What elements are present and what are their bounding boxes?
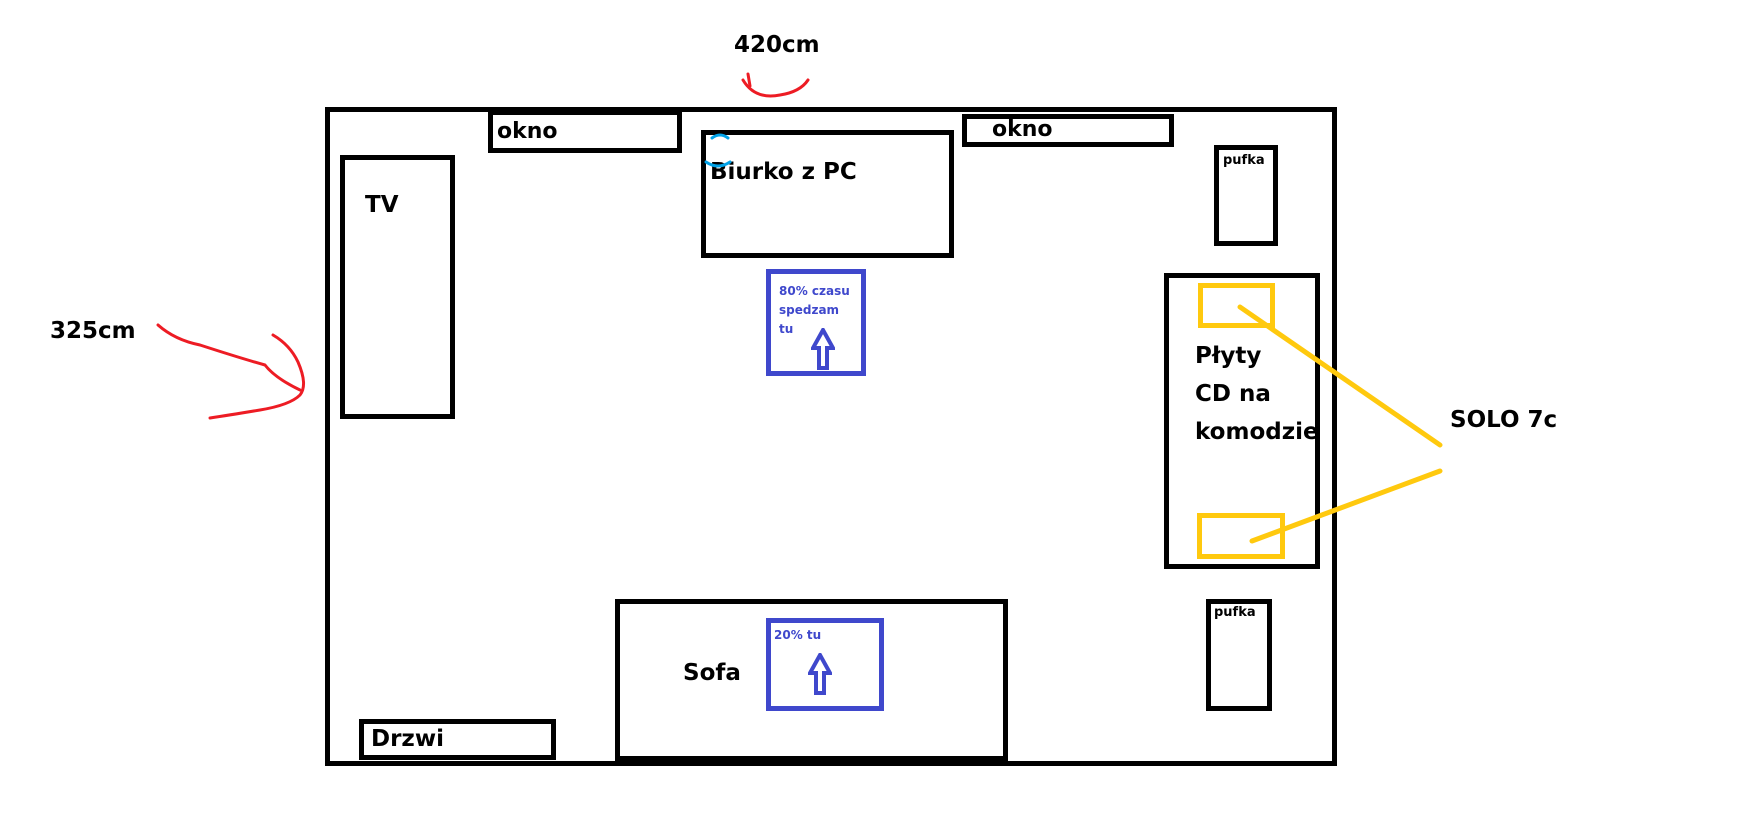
pouf-top-label: pufka <box>1223 153 1265 168</box>
dresser-line-1: Płyty <box>1195 343 1262 369</box>
arrow-up-icon <box>811 328 835 370</box>
pouf-bottom: pufka <box>1206 599 1272 711</box>
desk-spot-line-3: tu <box>779 322 794 336</box>
sofa: Sofa <box>615 599 1008 761</box>
width-marker-stroke <box>746 72 752 88</box>
speaker-label: SOLO 7c <box>1450 407 1558 433</box>
desk-spot-line-1: 80% czasu <box>779 284 850 298</box>
desk-spot-line-2: spedzam <box>779 303 840 317</box>
window-left-label: okno <box>497 119 558 144</box>
window-left: okno <box>488 110 682 153</box>
door-label: Drzwi <box>371 726 444 752</box>
height-marker-arrow-upper <box>156 323 302 392</box>
sofa-listening-spot: 20% tu <box>766 618 884 711</box>
desk-label: Biurko z PC <box>710 159 857 185</box>
tv-label: TV <box>365 192 399 218</box>
window-right: okno <box>962 114 1174 147</box>
dresser-line-2: CD na <box>1195 381 1271 407</box>
sofa-spot-label: 20% tu <box>774 628 822 642</box>
height-marker-arrow-curve <box>208 333 305 420</box>
arrow-up-icon <box>808 653 832 695</box>
desk: Biurko z PC <box>701 130 954 258</box>
tv: TV <box>340 155 455 419</box>
pouf-top: pufka <box>1214 145 1278 246</box>
window-right-label: okno <box>992 117 1053 142</box>
sofa-label: Sofa <box>683 660 741 686</box>
height-dimension-label: 325cm <box>50 318 136 344</box>
speaker-bottom <box>1197 513 1285 559</box>
pouf-bottom-label: pufka <box>1214 605 1256 620</box>
door: Drzwi <box>359 719 556 760</box>
speaker-top <box>1198 283 1275 328</box>
width-marker-curve <box>741 78 810 98</box>
desk-listening-spot: 80% czasu spedzam tu <box>766 269 866 376</box>
dresser-line-3: komodzie <box>1195 419 1319 445</box>
width-dimension-label: 420cm <box>734 32 820 58</box>
